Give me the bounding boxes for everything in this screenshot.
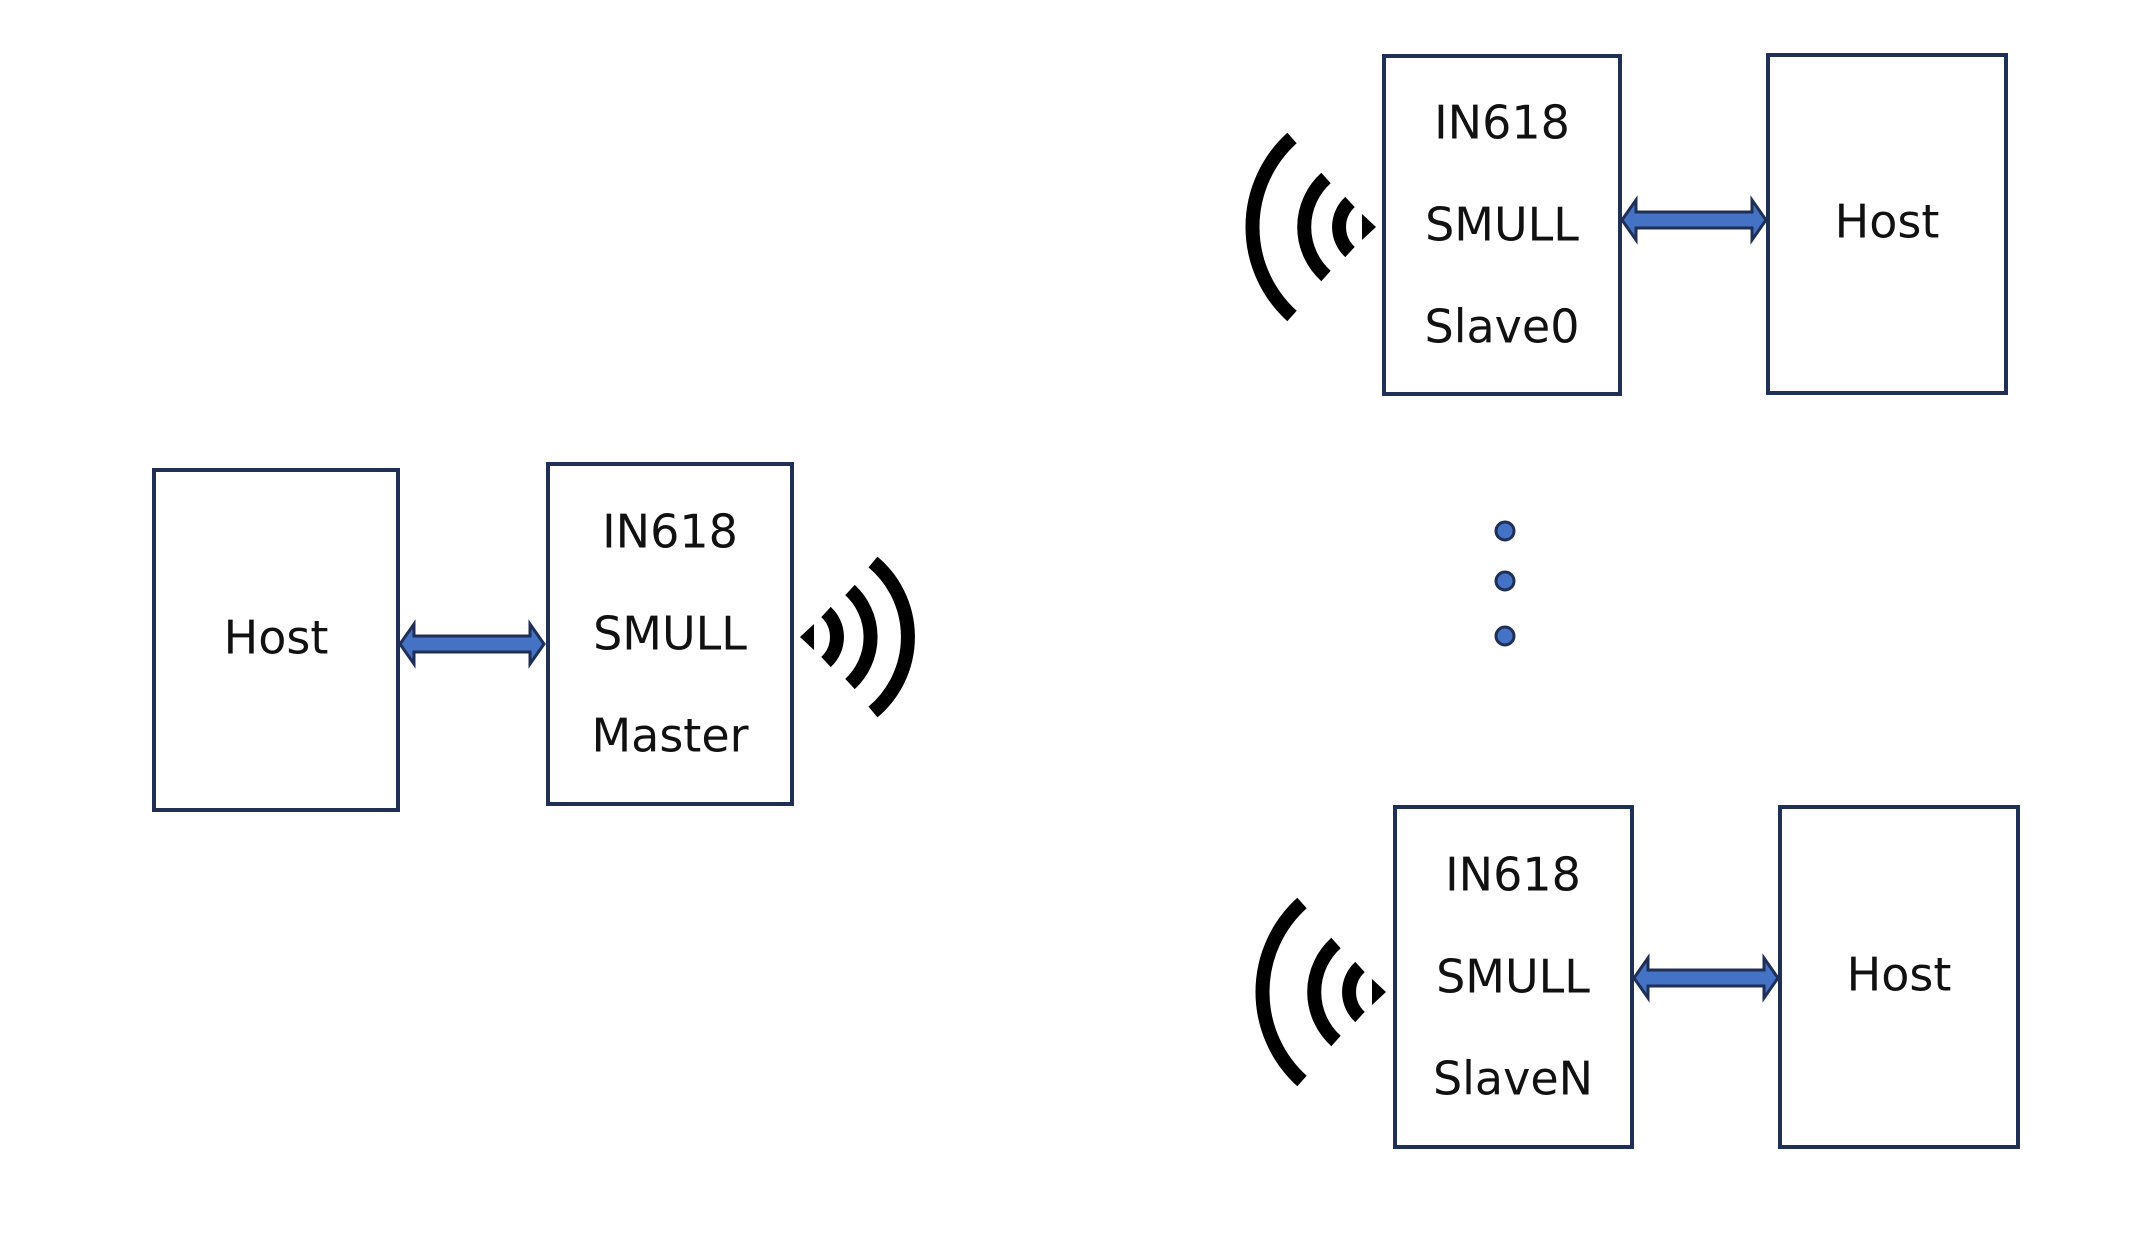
slaven-link-arrow <box>1632 953 1780 1003</box>
master-module-line-3: Master <box>591 709 748 763</box>
master-group: Host IN618 SMULL Master <box>152 462 915 812</box>
slave0-module-line-3: Slave0 <box>1425 300 1580 354</box>
master-host-box <box>152 468 400 812</box>
master-link-arrow <box>398 619 546 669</box>
slave0-host-box <box>1766 53 2008 395</box>
master-module-box <box>546 462 794 806</box>
slaven-wireless-icon <box>1255 897 1386 1087</box>
master-wireless-icon <box>800 556 915 718</box>
slave0-wireless-icon <box>1245 132 1376 322</box>
ellipsis-dot <box>1494 570 1516 592</box>
master-module-line-1: IN618 <box>602 505 738 559</box>
slave0-link-arrow <box>1620 195 1768 245</box>
ellipsis-dot <box>1494 520 1516 542</box>
slave0-module-line-2: SMULL <box>1425 198 1579 252</box>
slave0-host-label: Host <box>1835 195 1940 249</box>
slave0-module-line-1: IN618 <box>1434 96 1570 150</box>
slave0-group: IN618 SMULL Slave0 Host <box>1245 53 2008 396</box>
slaven-module-line-3: SlaveN <box>1433 1052 1593 1106</box>
slaven-host-label: Host <box>1847 948 1952 1002</box>
ellipsis-dots <box>1494 520 1516 647</box>
slave0-module-box <box>1382 54 1622 396</box>
slaven-group: IN618 SMULL SlaveN Host <box>1255 805 2020 1149</box>
ellipsis-dot <box>1494 625 1516 647</box>
slaven-module-line-2: SMULL <box>1436 950 1590 1004</box>
slaven-module-line-1: IN618 <box>1445 848 1581 902</box>
slaven-module-box <box>1393 805 1634 1149</box>
slaven-host-box <box>1778 805 2020 1149</box>
master-module-line-2: SMULL <box>593 607 747 661</box>
master-host-label: Host <box>224 611 329 665</box>
